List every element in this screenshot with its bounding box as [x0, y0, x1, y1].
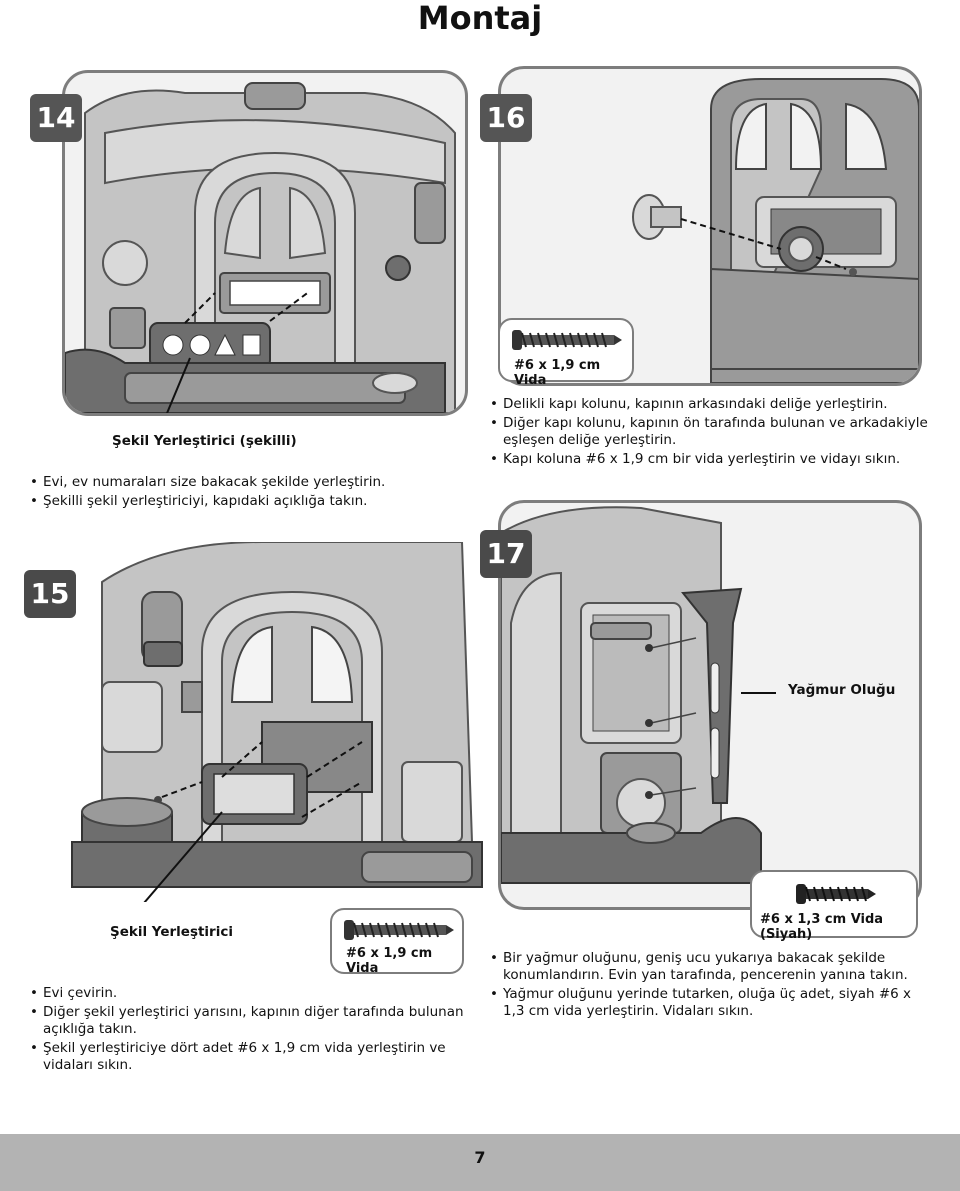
- step-15-instructions: Evi çevirin. Diğer şekil yerleştirici ya…: [30, 985, 470, 1076]
- step-17-screw-box: #6 x 1,3 cm Vida (Siyah): [750, 870, 918, 942]
- step-15-illustration: [62, 541, 492, 918]
- step-15-callout-label: Şekil Yerleştirici: [110, 924, 233, 940]
- playhouse-back-illustration: [71, 541, 483, 918]
- step-16-screw-box: #6 x 1,9 cm Vida: [498, 318, 634, 388]
- step-17-instructions: Bir yağmur oluğunu, geniş ucu yukarıya b…: [490, 950, 930, 1022]
- rain-gutter-illustration: [501, 506, 776, 884]
- step-16-number: 16: [480, 94, 532, 142]
- step-17-bullet-1: Bir yağmur oluğunu, geniş ucu yukarıya b…: [490, 950, 930, 984]
- step-15-number: 15: [24, 570, 76, 618]
- step-16-bullet-3: Kapı koluna #6 x 1,9 cm bir vida yerleşt…: [490, 451, 930, 468]
- step-15-bullet-1: Evi çevirin.: [30, 985, 470, 1002]
- step-16-instructions: Delikli kapı kolunu, kapının arkasındaki…: [490, 396, 930, 470]
- door-handle-illustration: [632, 78, 919, 383]
- screw-icon: [512, 330, 622, 350]
- step-16-screw-label: #6 x 1,9 cm Vida: [514, 358, 601, 388]
- step-15-screw-box: #6 x 1,9 cm Vida: [330, 908, 464, 976]
- page-footer-bar: [0, 1134, 960, 1191]
- step-17-callout-label: Yağmur Oluğu: [788, 682, 896, 698]
- step-15-bullet-2: Diğer şekil yerleştirici yarısını, kapın…: [30, 1004, 470, 1038]
- step-14-illustration: [62, 70, 468, 416]
- step-14-bullet-2: Şekilli şekil yerleştiriciyi, kapıdaki a…: [30, 493, 450, 510]
- step-14-instructions: Evi, ev numaraları size bakacak şekilde …: [30, 474, 450, 512]
- step-14-bullet-1: Evi, ev numaraları size bakacak şekilde …: [30, 474, 450, 491]
- step-14-number: 14: [30, 94, 82, 142]
- step-15-bullet-3: Şekil yerleştiriciye dört adet #6 x 1,9 …: [30, 1040, 470, 1074]
- playhouse-front-illustration: [65, 82, 456, 413]
- step-17-illustration: [498, 500, 922, 910]
- page-number: 7: [474, 1148, 486, 1167]
- step-16-bullet-1: Delikli kapı kolunu, kapının arkasındaki…: [490, 396, 930, 413]
- screw-icon: [344, 920, 454, 940]
- step-15-screw-label: #6 x 1,9 cm Vida: [346, 946, 433, 976]
- step-14-callout-label: Şekil Yerleştirici (şekilli): [112, 433, 297, 449]
- step-17-screw-label: #6 x 1,3 cm Vida (Siyah): [760, 912, 884, 942]
- black-screw-icon: [796, 884, 876, 904]
- step-17-bullet-2: Yağmur oluğunu yerinde tutarken, oluğa ü…: [490, 986, 930, 1020]
- step-17-number: 17: [480, 530, 532, 578]
- page-title: Montaj: [417, 0, 543, 37]
- step-16-bullet-2: Diğer kapı kolunu, kapının ön tarafında …: [490, 415, 930, 449]
